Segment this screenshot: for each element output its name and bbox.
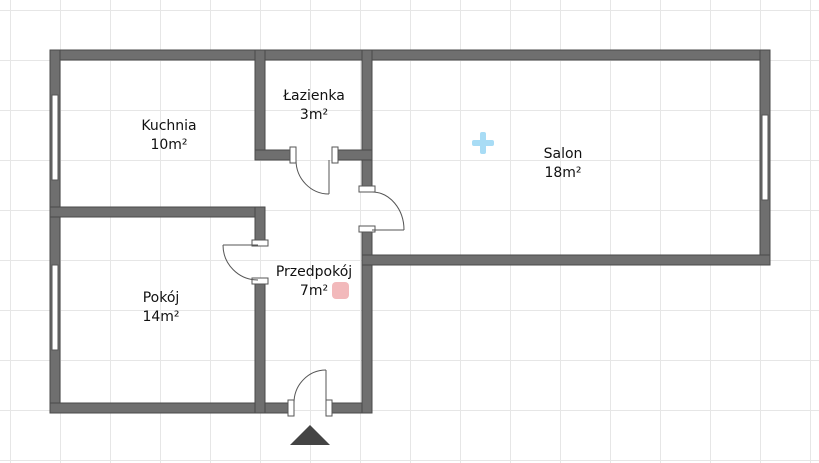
wall-room-lower (254, 279, 266, 414)
wall-bottom-left (49, 402, 291, 414)
wall-kitchen-bath (254, 49, 266, 161)
room-name: Salon (543, 146, 583, 162)
room-area: 7m² (299, 283, 329, 299)
square-marker-icon (332, 282, 349, 299)
door-bathroom[interactable] (289, 146, 339, 195)
room-area: 10m² (150, 137, 188, 153)
wall-room-upper (254, 206, 266, 245)
room-pokoj: Pokój 14m² (142, 289, 179, 327)
room-name: Przedpokój (275, 264, 353, 280)
door-room[interactable] (222, 239, 269, 285)
room-kuchnia: Kuchnia 10m² (141, 117, 196, 155)
walls (49, 49, 771, 414)
window-salon (761, 114, 769, 201)
room-area: 14m² (142, 309, 180, 325)
room-area: 18m² (544, 165, 582, 181)
room-name: Pokój (142, 290, 180, 306)
door-entrance[interactable] (287, 369, 333, 417)
wall-salon-bottom (361, 254, 771, 266)
room-area: 3m² (299, 107, 329, 123)
wall-kitchen-bottom (49, 206, 266, 218)
room-salon: Salon 18m² (544, 145, 583, 183)
wall-salon-upper (361, 49, 373, 189)
plus-marker-icon (472, 132, 494, 154)
door-salon[interactable] (358, 185, 405, 233)
window-room (51, 264, 59, 351)
window-kitchen (51, 94, 59, 181)
triangle-up-icon (290, 425, 330, 445)
room-przedpokoj: Przedpokój 7m² (276, 263, 352, 301)
windows (51, 94, 769, 351)
wall-bath-bottom-left (254, 149, 294, 161)
room-lazienka: Łazienka 3m² (283, 87, 345, 125)
wall-bath-bottom-right (334, 149, 373, 161)
room-name: Łazienka (283, 88, 345, 104)
wall-top (49, 49, 771, 61)
doors (222, 146, 405, 417)
room-name: Kuchnia (141, 118, 197, 134)
